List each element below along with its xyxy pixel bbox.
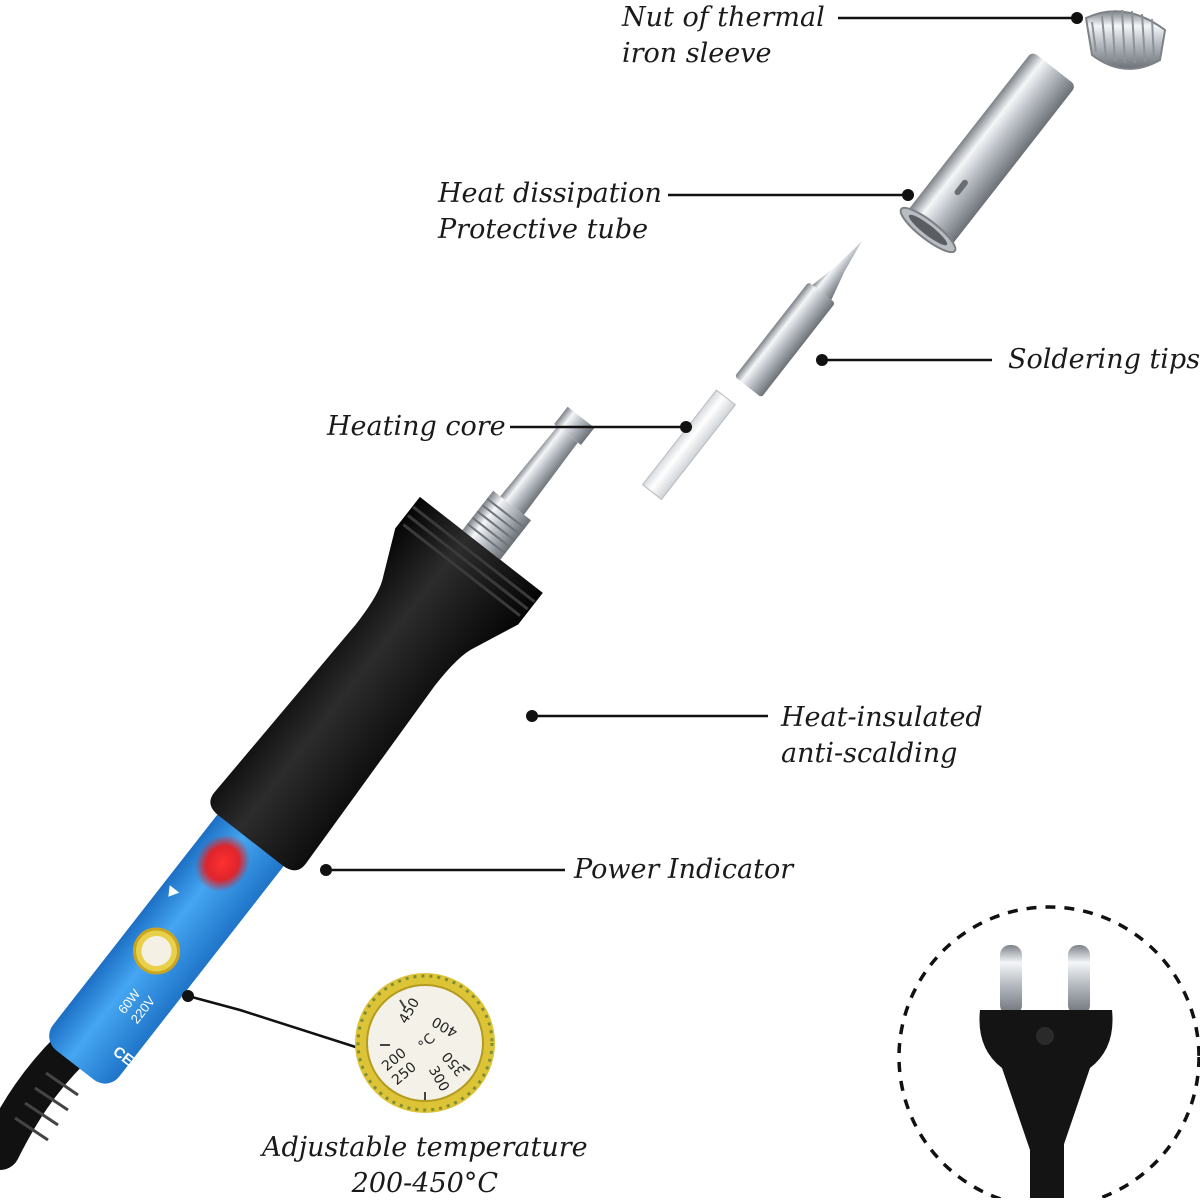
grip-knurling bbox=[402, 505, 536, 617]
plug-inset-border bbox=[897, 905, 1200, 1198]
label-heating-core: Heating core bbox=[327, 411, 506, 442]
metal-shaft bbox=[500, 426, 578, 515]
protective-tube bbox=[899, 53, 1074, 254]
heating-core bbox=[641, 389, 737, 501]
power-cable bbox=[0, 1030, 90, 1170]
soldering-tip bbox=[735, 241, 862, 397]
label-protective-tube: Heat dissipation Protective tube bbox=[438, 178, 662, 245]
sleeve-nut bbox=[1084, 9, 1167, 70]
label-handle: Heat-insulated anti-scalding bbox=[781, 702, 983, 769]
eu-plug bbox=[979, 945, 1113, 1198]
label-nut: Nut of thermal iron sleeve bbox=[622, 2, 825, 69]
cable-strain-relief bbox=[14, 1071, 79, 1142]
plug-inset bbox=[897, 905, 1200, 1198]
leader-lines bbox=[187, 16, 1077, 1052]
power-indicator-light bbox=[195, 834, 251, 892]
black-grip bbox=[210, 496, 543, 871]
dial-arrow-icon bbox=[168, 885, 180, 897]
leader-dots bbox=[182, 12, 1083, 1002]
label-soldering-tips: Soldering tips bbox=[1008, 344, 1200, 375]
soldering-iron: CE 220V 60W bbox=[49, 406, 595, 1084]
label-adjustable-temperature: Adjustable temperature 200-450°C bbox=[262, 1132, 588, 1199]
temperature-dial-zoom: °C bbox=[355, 973, 495, 1113]
label-power-indicator: Power Indicator bbox=[574, 854, 794, 885]
